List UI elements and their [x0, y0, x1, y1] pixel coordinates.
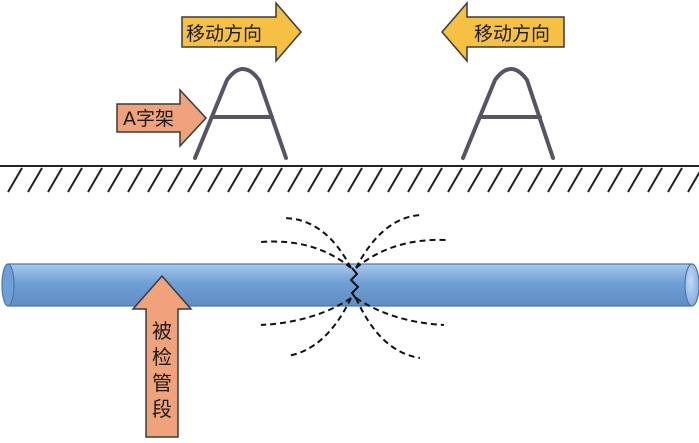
hatch-line: [247, 167, 263, 193]
hatch-line: [427, 167, 443, 193]
hatch-line: [507, 167, 523, 193]
pipe-section-char-1: 被: [152, 319, 172, 343]
arrow-up-icon: [131, 274, 193, 438]
arrow-right-icon: [181, 0, 302, 64]
hatch-line: [287, 167, 303, 193]
a-frame-right: [461, 67, 555, 160]
a-frame-pointer-arrow: A字架: [116, 88, 208, 148]
hatch-line: [687, 171, 699, 193]
move-direction-label-left: 移动方向: [186, 23, 262, 45]
hatch-line: [27, 167, 43, 193]
hatch-line: [7, 167, 23, 193]
hatch-line: [307, 167, 323, 193]
hatch-line: [547, 167, 563, 193]
pipe-end-cap: [684, 263, 699, 307]
ground-surface: [0, 165, 699, 193]
hatch-line: [207, 167, 223, 193]
hatch-line: [67, 167, 83, 193]
hatch-line: [627, 167, 643, 193]
hatch-line: [527, 167, 543, 193]
hatch-line: [347, 167, 363, 193]
pipe-section-pointer-arrow: 被 检 管 段: [131, 274, 193, 438]
hatch-line: [647, 167, 663, 193]
a-frame-left: [193, 67, 288, 160]
hatch-line: [567, 167, 583, 193]
hatch-line: [187, 167, 203, 193]
move-direction-label-right: 移动方向: [474, 23, 550, 45]
hatch-line: [407, 167, 423, 193]
hatch-line: [147, 167, 163, 193]
direction-arrow-right: 移动方向: [181, 0, 302, 64]
arrow-right-icon: [116, 88, 208, 148]
field-lines: [260, 214, 447, 359]
hatch-line: [107, 167, 123, 193]
hatch-line: [327, 167, 343, 193]
pipe-section-char-4: 段: [152, 397, 172, 421]
hatch-line: [587, 167, 603, 193]
pipe-section-char-3: 管: [152, 371, 172, 395]
hatch-line: [47, 167, 63, 193]
hatch-line: [87, 167, 103, 193]
hatch-line: [607, 167, 623, 193]
arrow-left-icon: [441, 0, 565, 64]
hatch-line: [487, 167, 503, 193]
hatch-line: [367, 167, 383, 193]
hatch-line: [127, 167, 143, 193]
ground-hatching: [7, 167, 699, 193]
hatch-line: [267, 167, 283, 193]
pipe-defect: [349, 267, 360, 301]
hatch-line: [387, 167, 403, 193]
hatch-line: [467, 167, 483, 193]
a-frame-label: A字架: [123, 108, 174, 130]
hatch-line: [227, 167, 243, 193]
direction-arrow-left: 移动方向: [441, 0, 565, 64]
hatch-line: [667, 167, 683, 193]
pipe-section-char-2: 检: [152, 345, 172, 369]
hatch-line: [447, 167, 463, 193]
hatch-line: [167, 167, 183, 193]
